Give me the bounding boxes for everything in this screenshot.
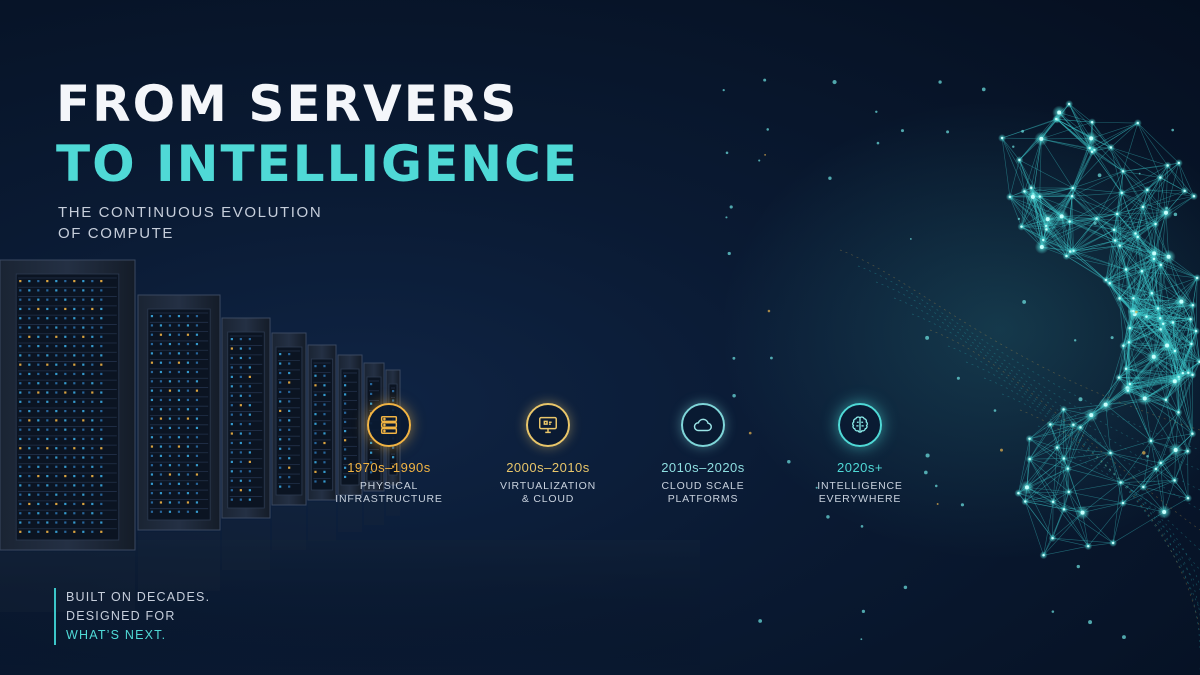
timeline-years-3: 2010s–2020s bbox=[661, 460, 745, 475]
timeline-years-4: 2020s+ bbox=[836, 460, 883, 475]
timeline-years-2: 2000s–2010s bbox=[506, 460, 590, 475]
timeline-desc-4a: INTELLIGENCE bbox=[817, 480, 903, 492]
brain-icon bbox=[852, 416, 868, 433]
timeline-node-cloud bbox=[681, 403, 725, 447]
headline-line-2: TO INTELLIGENCE bbox=[56, 135, 579, 193]
timeline-node-server-stack bbox=[367, 403, 411, 447]
timeline-desc-1a: PHYSICAL bbox=[359, 480, 419, 492]
server-rack bbox=[307, 344, 337, 541]
timeline-desc-4b: EVERYWHERE bbox=[818, 493, 902, 505]
timeline-desc-3a: CLOUD SCALE bbox=[661, 480, 745, 492]
headline: FROM SERVERS TO INTELLIGENCE bbox=[56, 74, 579, 194]
timeline-desc-3b: PLATFORMS bbox=[667, 493, 739, 505]
footer-line-2-accent: WHAT’S NEXT. bbox=[66, 628, 167, 642]
timeline-node-monitor bbox=[526, 403, 570, 447]
neural-network-head bbox=[722, 78, 1200, 670]
timeline-desc-2a: VIRTUALIZATION bbox=[500, 480, 596, 492]
server-rack bbox=[363, 362, 385, 525]
headline-line-1: FROM SERVERS bbox=[56, 75, 519, 133]
monitor-icon bbox=[539, 416, 557, 434]
timeline-desc-1b: INFRASTRUCTURE bbox=[335, 493, 443, 505]
footer-line-1: BUILT ON DECADES. bbox=[66, 590, 211, 604]
timeline-years-1: 1970s–1990s bbox=[347, 460, 431, 475]
timeline-node-brain bbox=[838, 403, 882, 447]
subtitle-line-2: OF COMPUTE bbox=[58, 225, 174, 242]
cloud-icon bbox=[693, 418, 712, 432]
footer-line-2-prefix: DESIGNED FOR bbox=[66, 609, 176, 623]
server-rack bbox=[0, 259, 136, 612]
network-node bbox=[1195, 357, 1200, 366]
subtitle: THE CONTINUOUS EVOLUTION OF COMPUTE bbox=[58, 202, 322, 244]
footer-line-2: DESIGNED FOR WHAT’S NEXT. bbox=[66, 607, 210, 645]
server-rack bbox=[271, 332, 307, 550]
timeline-label-4: 2020s+ INTELLIGENCE EVERYWHERE bbox=[785, 460, 935, 506]
timeline-desc-2b: & CLOUD bbox=[521, 493, 575, 505]
server-stack-icon bbox=[380, 416, 398, 434]
timeline-label-2: 2000s–2010s VIRTUALIZATION & CLOUD bbox=[473, 460, 623, 506]
server-rack bbox=[221, 317, 271, 570]
timeline-label-1: 1970s–1990s PHYSICAL INFRASTRUCTURE bbox=[314, 460, 464, 506]
subtitle-line-1: THE CONTINUOUS EVOLUTION bbox=[58, 204, 323, 221]
server-rack bbox=[137, 294, 221, 591]
footer-tagline: BUILT ON DECADES. DESIGNED FOR WHAT’S NE… bbox=[54, 588, 210, 645]
timeline-label-3: 2010s–2020s CLOUD SCALE PLATFORMS bbox=[628, 460, 778, 506]
